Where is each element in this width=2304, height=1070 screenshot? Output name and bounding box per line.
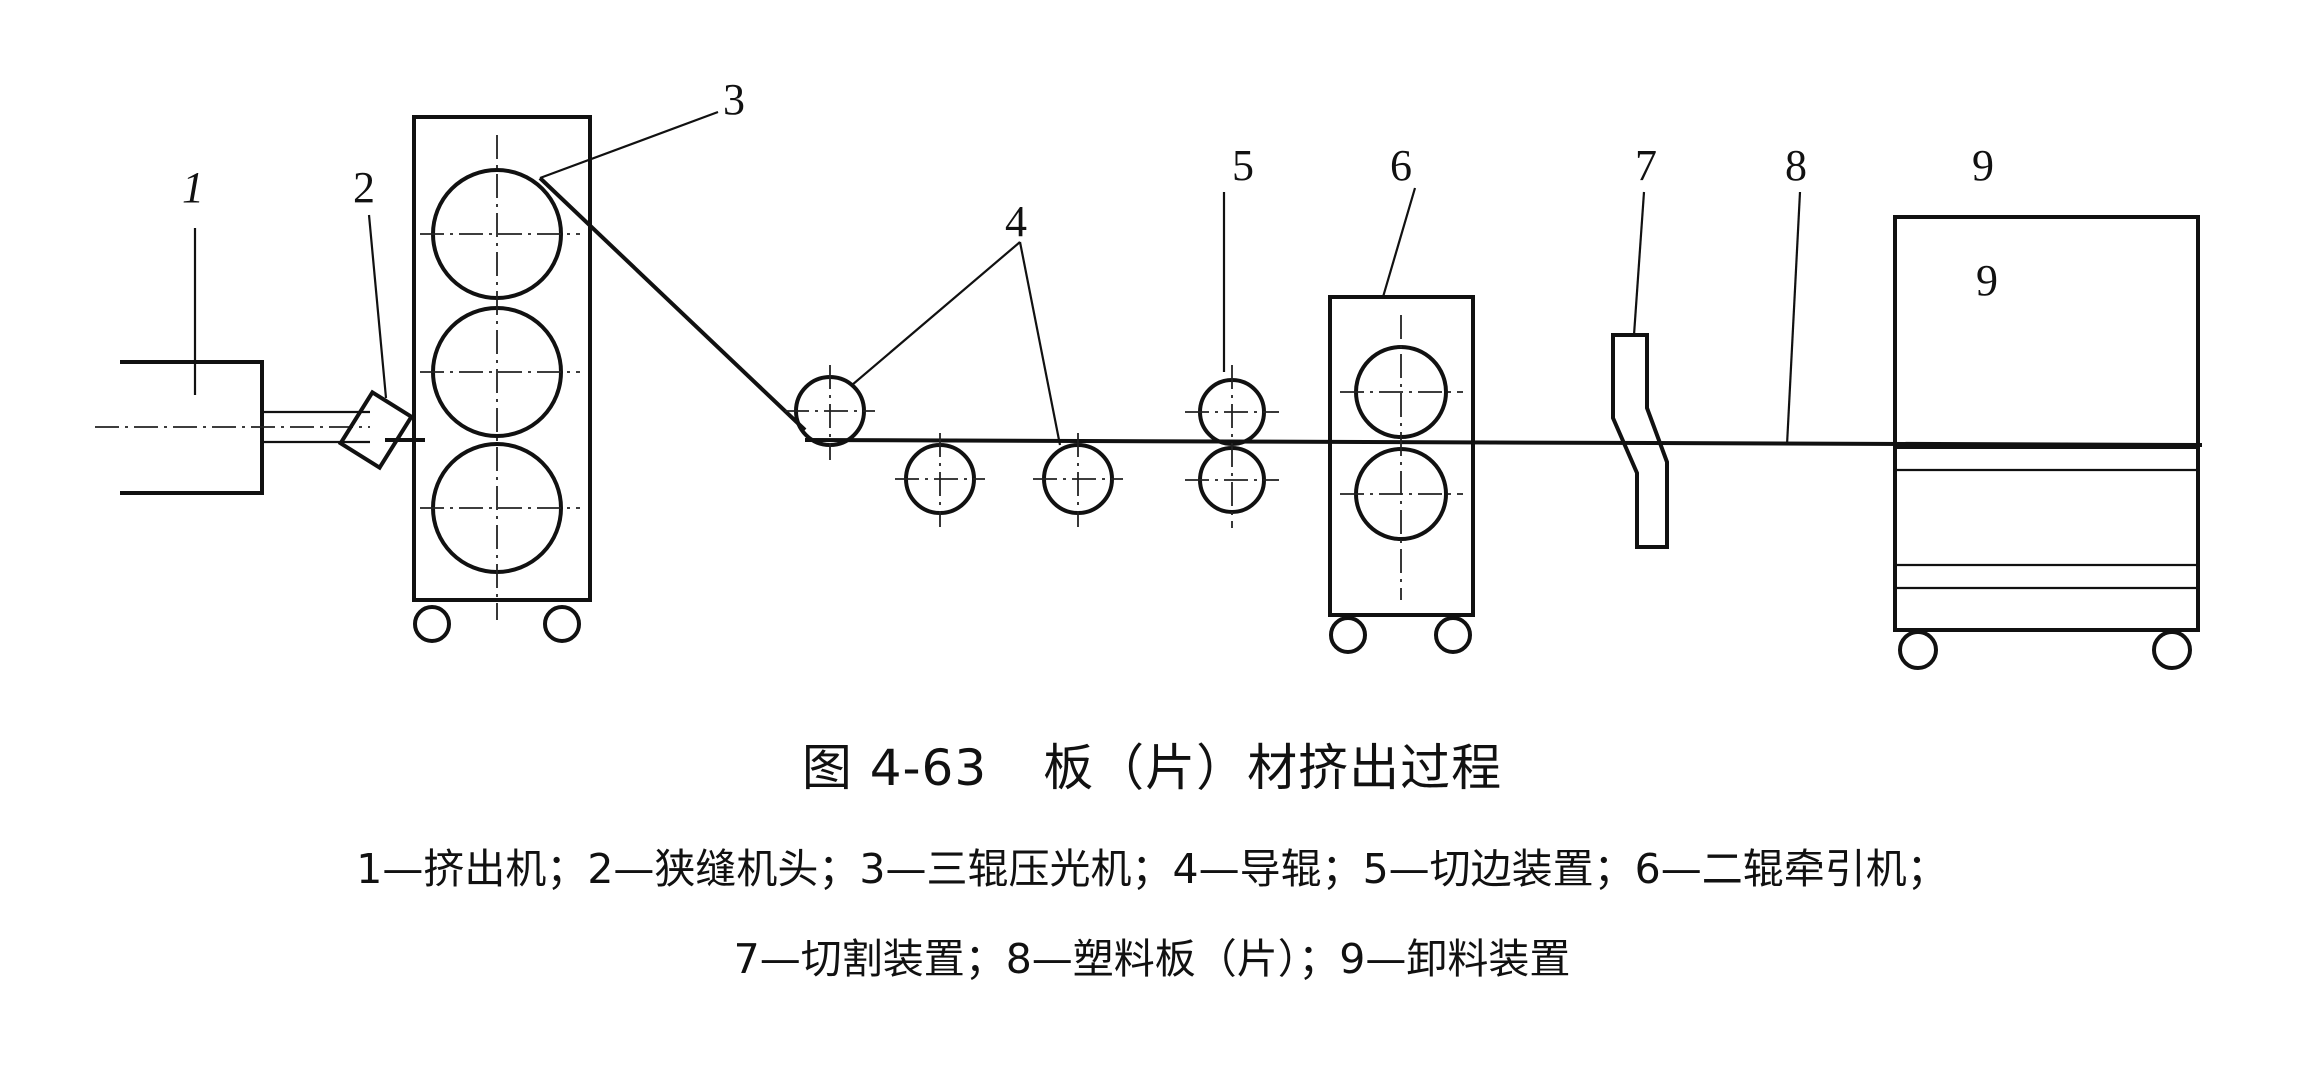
figure-caption: 图 4-63 板（片）材挤出过程	[0, 728, 2304, 800]
extruder	[95, 360, 370, 495]
callout-9: 9	[1972, 141, 1994, 190]
legend-line-2: 7—切割装置；8—塑料板（片）；9—卸料装置	[733, 935, 1571, 983]
slit-die-head	[337, 389, 415, 471]
two-roll-haul-off	[1328, 295, 1475, 654]
guide-rollers	[785, 365, 1123, 527]
callout-1: 1	[182, 163, 204, 212]
legend-line-1: 1—挤出机；2—狭缝机头；3—三辊压光机；4—导辊；5—切边装置；6—二辊牵引机…	[356, 845, 1948, 893]
callout-8: 8	[1785, 141, 1807, 190]
leader-lines	[193, 110, 1802, 446]
callout-3: 3	[723, 75, 745, 124]
extrusion-process-diagram: 1 2 3 4 5 6 7 8 9 9	[95, 75, 2203, 670]
three-roll-calender	[412, 115, 592, 643]
callout-5: 5	[1232, 141, 1254, 190]
figure-number: 图 4-63	[801, 739, 988, 797]
callout-6: 6	[1390, 141, 1412, 190]
edge-trimming-device	[1185, 365, 1279, 528]
callout-4: 4	[1005, 197, 1027, 246]
callout-2: 2	[353, 163, 375, 212]
sheet-path	[385, 176, 2203, 447]
figure-title: 板（片）材挤出过程	[1043, 739, 1503, 797]
unloading-device	[1893, 215, 2200, 670]
cutting-device	[1611, 333, 1669, 549]
unloading-device-label: 9	[1976, 256, 1998, 305]
callout-7: 7	[1635, 141, 1657, 190]
